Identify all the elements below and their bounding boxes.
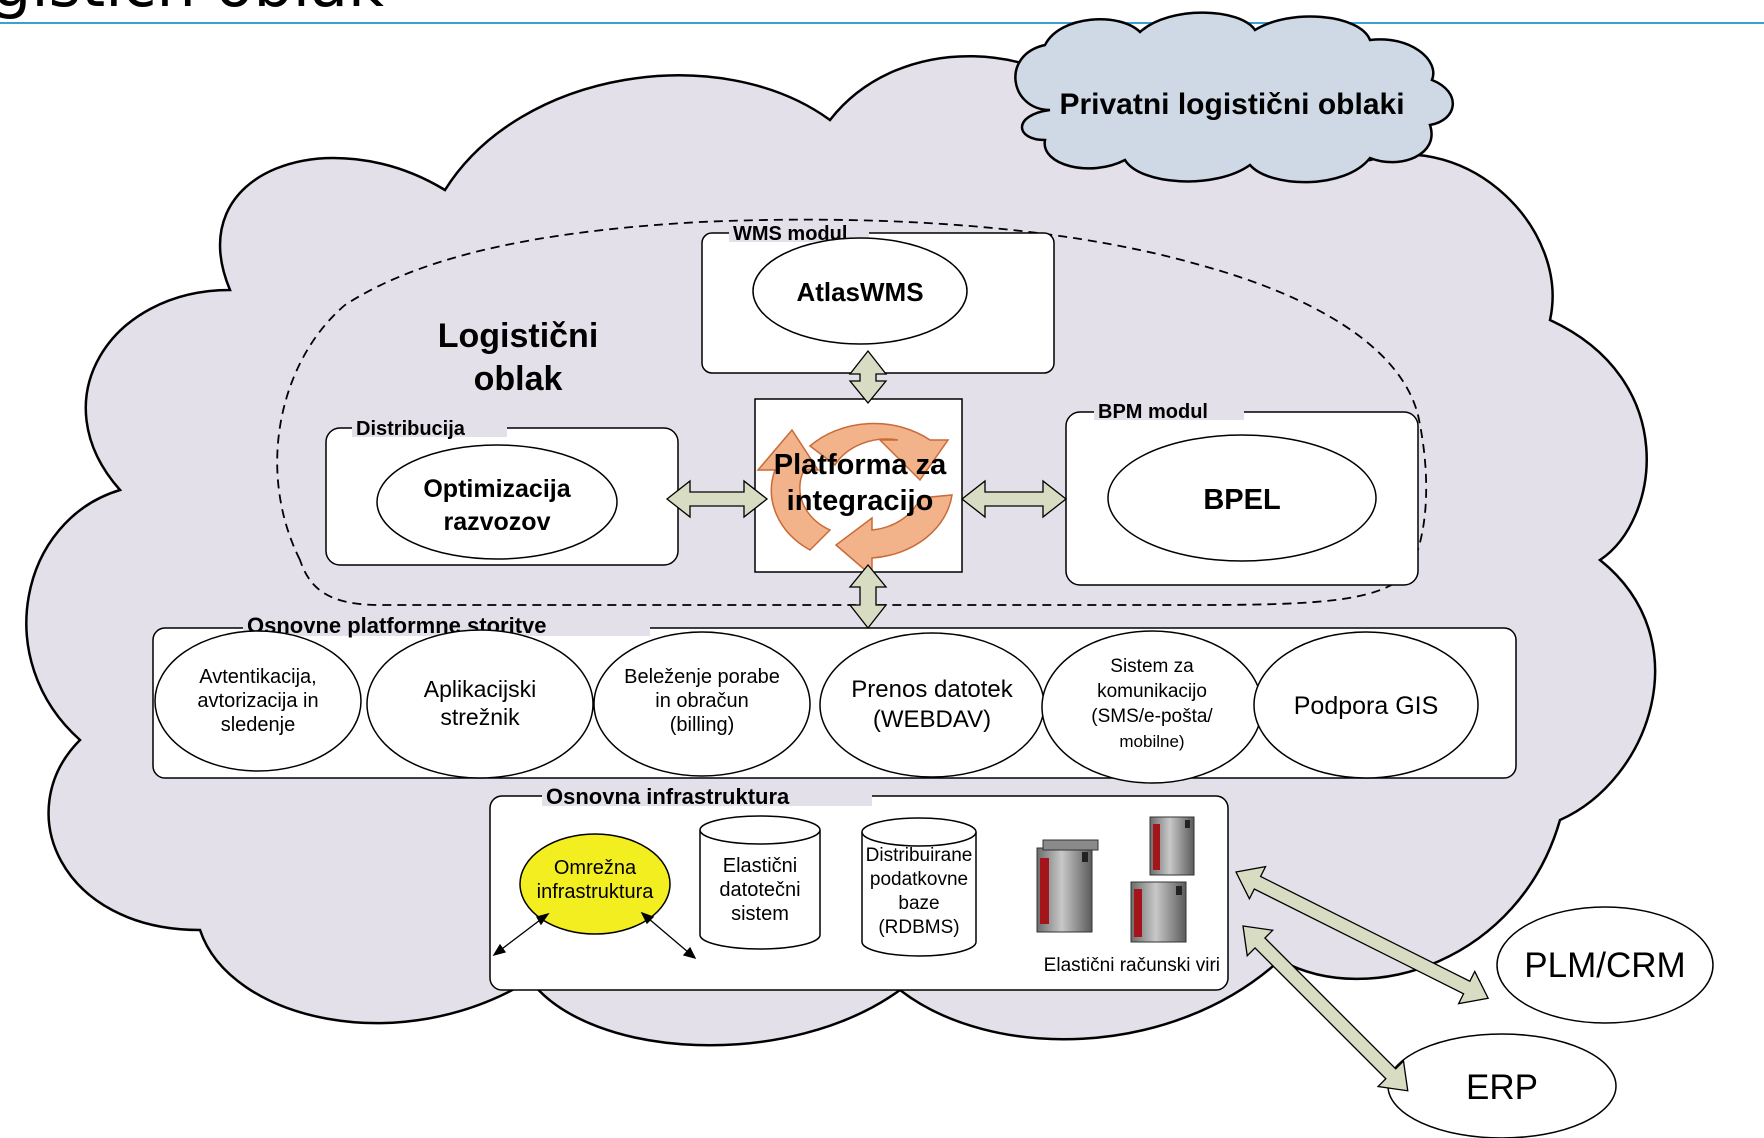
service-communication: Sistem za komunikacijo (SMS/e-pošta/ mob… [1041,630,1263,784]
service-gis-label: Podpora GIS [1294,692,1439,720]
integration-platform-label-line1: Platforma za [774,449,947,481]
file-system-line1: Elastični [723,855,797,877]
infrastructure-plm-crm-arrow [1235,865,1490,1005]
network-infrastructure-line1: Omrežna [554,857,637,879]
database-line3: baze [898,893,939,914]
route-optimization-ellipse [376,444,618,560]
service-auth-line2: avtorizacija in [197,690,318,712]
database-cylinder: Distribuirane podatkovne baze (RDBMS) [861,817,977,957]
service-file-transfer-line1: Prenos datotek [851,676,1013,703]
service-gis: Podpora GIS [1253,631,1479,779]
network-links [492,911,697,960]
file-system-line3: sistem [731,903,789,925]
private-cloud-label: Privatni logistični oblaki [1059,88,1404,121]
server-icon [1149,816,1195,876]
service-file-transfer-line2: (WEBDAV) [873,706,991,733]
integration-platform-label-line2: integracijo [787,485,934,517]
plm-crm-label: PLM/CRM [1524,946,1685,985]
service-auth: Avtentikacija, avtorizacija in sledenje [154,630,362,772]
database-line4: (RDBMS) [878,917,959,938]
route-optimization-label-line1: Optimizacija [423,475,571,503]
wms-platform-arrow [848,349,888,405]
service-communication-line2: komunikacijo [1097,681,1207,702]
network-infrastructure-ellipse [519,833,671,935]
bpm-module-title-bg [1094,400,1244,420]
service-communication-line1: Sistem za [1110,656,1194,677]
slide-title-fragment: gističn oblak [0,0,384,21]
private-cloud-shape [1014,11,1454,184]
wms-module-title: WMS modul [733,223,847,245]
integration-cycle-icon [756,422,953,578]
platform-services-title-bg [243,614,650,636]
bpel-ellipse [1107,434,1377,562]
service-app-server-line1: Aplikacijski [424,676,536,702]
database-line1: Distribuirane [866,845,973,866]
wms-module-title-bg [729,222,869,242]
service-file-transfer: Prenos datotek (WEBDAV) [819,632,1045,778]
compute-resources-label: Elastični računski viri [1044,955,1220,976]
logistic-cloud-label-line2: oblak [474,360,563,398]
file-system-line2: datotečni [719,879,800,901]
atlaswms-label: AtlasWMS [796,277,923,307]
service-communication-line3: (SMS/e-pošta/ [1091,706,1213,727]
service-app-server-line2: strežnik [440,704,520,730]
service-billing-line2: in obračun [655,690,748,712]
file-system-cylinder: Elastični datotečni sistem [699,815,821,950]
distribution-title: Distribucija [356,418,466,440]
server-icon [1130,881,1187,943]
atlaswms-ellipse [752,237,968,345]
platform-bpm-arrow [960,479,1068,519]
infrastructure-title: Osnovna infrastruktura [546,784,790,809]
route-optimization-label-line2: razvozov [444,508,551,536]
distribution-title-bg [352,417,507,437]
external-arrows [1235,865,1490,1092]
double-arrows [665,349,1068,630]
service-communication-line4: mobilne) [1119,732,1184,751]
service-auth-line1: Avtentikacija, [199,666,316,688]
service-billing-line3: (billing) [670,714,734,736]
infrastructure-erp-arrow [1242,925,1409,1092]
service-app-server: Aplikacijski strežnik [366,629,594,779]
server-icon [1036,839,1099,933]
bpm-module-title: BPM modul [1098,401,1208,423]
erp-label: ERP [1466,1068,1538,1107]
plm-crm-ellipse [1496,906,1714,1024]
bpel-label: BPEL [1203,484,1280,516]
service-billing: Beleženje porabe in obračun (billing) [593,631,811,777]
infrastructure-title-bg [542,784,872,806]
network-infrastructure-line2: infrastruktura [537,881,655,903]
service-billing-line1: Beleženje porabe [624,666,780,688]
logistic-cloud-label-line1: Logistični [438,317,599,355]
distribution-platform-arrow [665,479,769,519]
service-auth-line3: sledenje [221,714,296,736]
database-line2: podatkovne [870,869,968,890]
